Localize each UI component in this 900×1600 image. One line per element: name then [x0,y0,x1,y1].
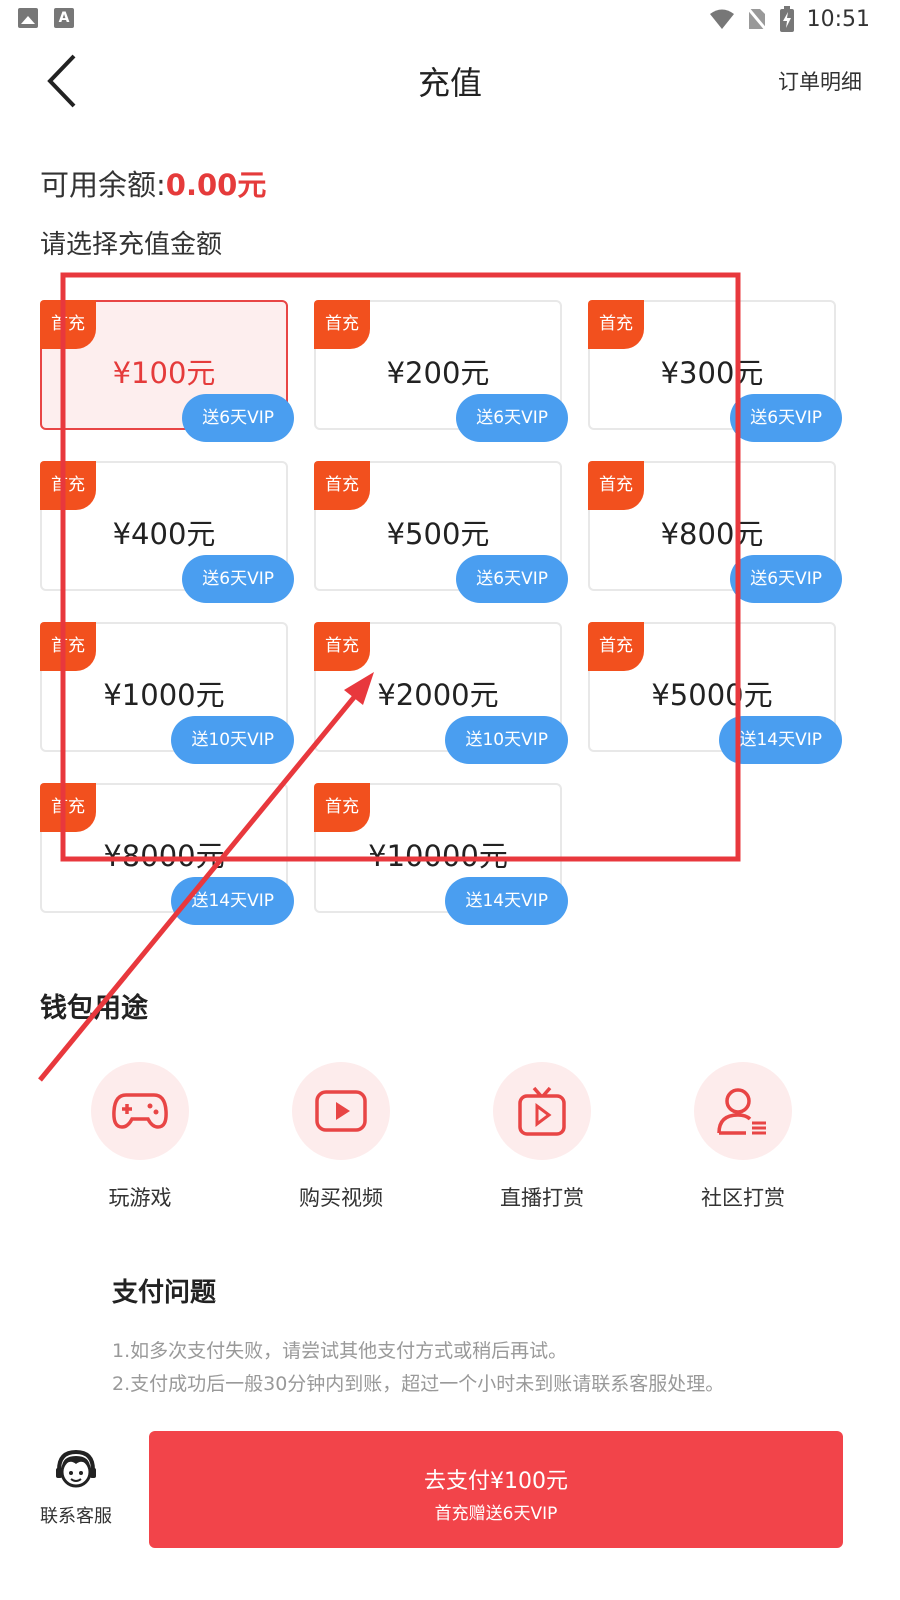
package-price: ¥400元 [112,517,216,551]
usage-item-video[interactable]: 购买视频 [271,1062,411,1212]
page-title: 充值 [417,64,482,102]
package-card[interactable]: 首充 ¥300元送6天VIP [588,300,842,442]
package-card[interactable]: 首充 ¥200元送6天VIP [314,300,568,442]
vip-bonus-badge: 送10天VIP [445,716,568,764]
vip-bonus-badge: 送6天VIP [730,555,842,603]
package-price: ¥200元 [386,356,490,390]
vip-bonus-badge: 送6天VIP [456,394,568,442]
package-card[interactable]: 首充¥2000元送10天VIP [314,622,568,764]
clock: 10:51 [806,6,870,32]
vip-bonus-badge: 送14天VIP [719,716,842,764]
balance-label: 可用余额: [40,168,166,202]
top-bar: 充值 订单明细 [0,40,900,120]
pay-button[interactable]: 去支付¥100元 首充赠送6天VIP [149,1431,843,1548]
wifi-icon [709,9,734,29]
contact-support-button[interactable]: 联系客服 [38,1448,114,1528]
balance-amount: 0.00元 [165,168,267,202]
choose-amount-label: 请选择充值金额 [40,230,223,260]
package-card[interactable]: 首充¥5000元送14天VIP [588,622,842,764]
first-recharge-tag: 首充 [40,300,96,349]
first-recharge-tag: 首充 [588,461,644,510]
package-card[interactable]: 首充¥1000元送10天VIP [40,622,294,764]
package-price: ¥500元 [386,517,490,551]
customer-service-icon [56,1449,96,1488]
package-card[interactable]: 首充¥8000元送14天VIP [40,783,294,925]
vip-bonus-badge: 送6天VIP [730,394,842,442]
usage-item-community[interactable]: 社区打赏 [673,1062,813,1212]
balance-row: 可用余额:0.00元 [40,162,266,204]
chevron-left-icon [47,54,76,108]
battery-charging-icon [779,6,794,32]
gallery-notification-icon [18,8,38,28]
package-price: ¥5000元 [651,678,773,712]
usage-item-live[interactable]: 直播打赏 [472,1062,612,1212]
package-card[interactable]: 首充 ¥800元送6天VIP [588,461,842,603]
package-card[interactable]: 首充 ¥10000元送14天VIP [314,783,568,925]
wallet-usage-title: 钱包用途 [40,993,148,1024]
text-notification-icon: A [54,8,74,28]
vip-bonus-badge: 送14天VIP [445,877,568,925]
pay-button-label: 去支付¥100元 [424,1469,568,1494]
package-card[interactable]: 首充 ¥400元送6天VIP [40,461,294,603]
first-recharge-tag: 首充 [314,622,370,671]
payment-issue-line: 1.如多次支付失败，请尝试其他支付方式或稍后再试。 [112,1340,568,1362]
payment-issue-line: 2.支付成功后一般30分钟内到账，超过一个小时未到账请联系客服处理。 [112,1373,725,1395]
vip-bonus-badge: 送10天VIP [171,716,294,764]
status-bar: A 10:51 [0,0,900,38]
package-price: ¥300元 [660,356,764,390]
play-video-icon [292,1062,390,1160]
back-button[interactable] [42,52,92,110]
package-price: ¥800元 [660,517,764,551]
package-price: ¥8000元 [103,839,225,873]
gamepad-icon [91,1062,189,1160]
vip-bonus-badge: 送6天VIP [456,555,568,603]
first-recharge-tag: 首充 [314,300,370,349]
community-user-icon [694,1062,792,1160]
package-price: ¥100元 [112,356,216,390]
no-sim-icon [746,7,767,31]
package-card[interactable]: 首充 ¥500元送6天VIP [314,461,568,603]
first-recharge-tag: 首充 [314,461,370,510]
pay-button-subtitle: 首充赠送6天VIP [434,1504,558,1524]
tv-live-icon [493,1062,591,1160]
first-recharge-tag: 首充 [40,622,96,671]
usage-item-game[interactable]: 玩游戏 [70,1062,210,1212]
order-details-link[interactable]: 订单明细 [778,70,862,94]
package-price: ¥2000元 [377,678,499,712]
package-price: ¥10000元 [368,839,508,873]
package-card[interactable]: 首充 ¥100元送6天VIP [40,300,294,442]
first-recharge-tag: 首充 [588,622,644,671]
usage-label: 购买视频 [299,1186,383,1210]
support-label: 联系客服 [40,1506,112,1527]
package-price: ¥1000元 [103,678,225,712]
first-recharge-tag: 首充 [40,461,96,510]
usage-label: 直播打赏 [500,1186,584,1210]
vip-bonus-badge: 送6天VIP [182,394,294,442]
first-recharge-tag: 首充 [314,783,370,832]
first-recharge-tag: 首充 [588,300,644,349]
first-recharge-tag: 首充 [40,783,96,832]
usage-label: 社区打赏 [701,1186,785,1210]
payment-issues-title: 支付问题 [112,1278,217,1308]
vip-bonus-badge: 送14天VIP [171,877,294,925]
vip-bonus-badge: 送6天VIP [182,555,294,603]
usage-label: 玩游戏 [108,1186,172,1210]
